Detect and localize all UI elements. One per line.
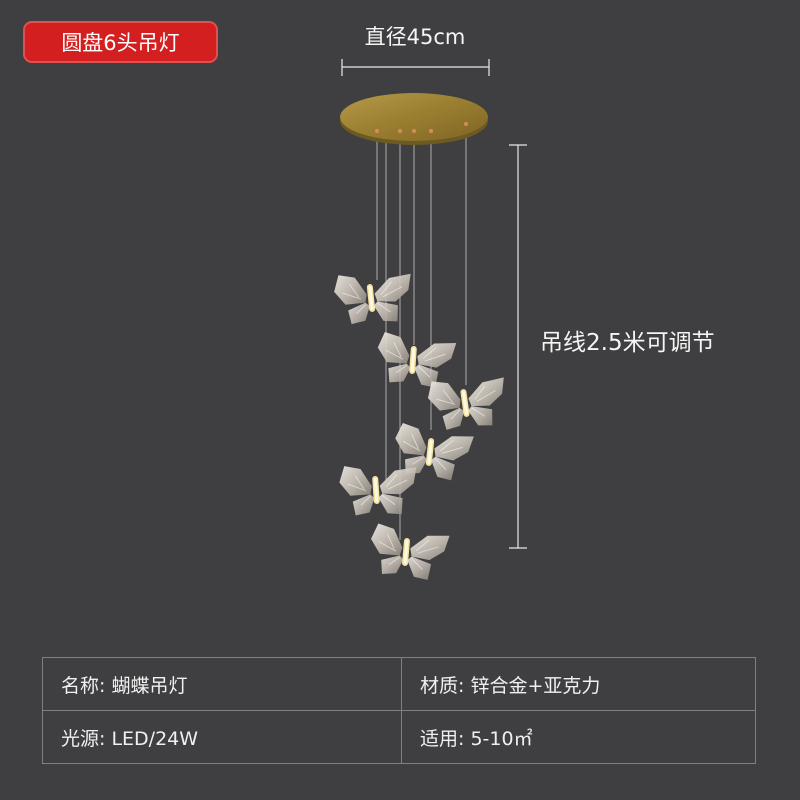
butterfly-6 — [367, 522, 451, 583]
diameter-dimension-line — [341, 59, 490, 76]
butterfly-1 — [331, 267, 416, 329]
badge-text: 圆盘6头吊灯 — [61, 31, 180, 55]
ceiling-canopy — [340, 93, 488, 145]
diameter-label: 直径45cm — [364, 25, 466, 49]
lamp-illustration — [331, 59, 527, 583]
spec-cell-name: 名称: 蝴蝶吊灯 — [42, 657, 402, 711]
product-badge: 圆盘6头吊灯 — [23, 21, 218, 63]
spec-table: 名称: 蝴蝶吊灯 材质: 锌合金+亚克力 光源: LED/24W 适用: 5-1… — [42, 657, 756, 764]
butterfly-2 — [374, 331, 458, 390]
spec-cell-applicable-area: 适用: 5-10㎡ — [401, 710, 756, 764]
spec-cell-material: 材质: 锌合金+亚克力 — [401, 657, 756, 711]
butterfly-5 — [337, 460, 421, 519]
table-row: 名称: 蝴蝶吊灯 材质: 锌合金+亚克力 — [42, 657, 756, 711]
cord-length-dimension-line — [509, 144, 527, 549]
cord-length-label: 吊线2.5米可调节 — [540, 330, 715, 356]
table-row: 光源: LED/24W 适用: 5-10㎡ — [42, 710, 756, 764]
spec-cell-light-source: 光源: LED/24W — [42, 710, 402, 764]
butterfly-3 — [425, 370, 511, 435]
